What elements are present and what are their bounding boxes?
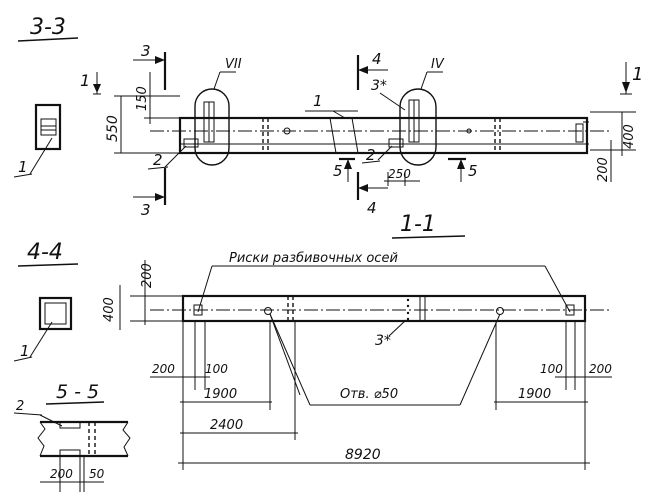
section-4-4-leader-1: 1 — [20, 342, 30, 360]
dim-2400: 2400 — [210, 418, 243, 433]
dim-250: 250 — [388, 167, 411, 181]
marks-label: Риски разбивочных осей — [229, 251, 398, 266]
dim-150: 150 — [135, 86, 150, 111]
node-vii-label: VII — [225, 57, 242, 72]
dim-200-left-small: 200 — [152, 362, 175, 376]
section-5-5-leader-2: 2 — [16, 399, 24, 414]
cut-4-bottom: 4 — [367, 199, 377, 217]
cut-3-top: 3 — [141, 42, 151, 60]
cut-3-bottom: 3 — [141, 201, 151, 219]
section-4-4: 4-4 1 — [13, 240, 79, 362]
holes-label: Отв. ⌀50 — [340, 387, 398, 402]
cut-5-right: 5 — [468, 162, 478, 180]
dim-100-right-small: 100 — [540, 362, 563, 376]
view-mark-1-left: 1 — [80, 71, 90, 90]
dim-400-left: 400 — [102, 297, 117, 322]
section-5-5: 5 - 5 2 200 50 — [13, 381, 131, 492]
top-view-leader-3star: 3* — [371, 78, 387, 94]
dim-50-s55: 50 — [89, 467, 105, 481]
section-5-5-title: 5 - 5 — [56, 381, 99, 403]
view-mark-1-right: 1 — [632, 64, 643, 85]
section-3-3: 3-3 1 — [13, 15, 79, 178]
dim-1900-left: 1900 — [204, 387, 237, 402]
top-view: 1 1 1 VII 2 — [80, 42, 643, 219]
top-view-leader-1: 1 — [313, 92, 323, 110]
dim-1900-right: 1900 — [518, 387, 551, 402]
dim-200-right-small: 200 — [589, 362, 612, 376]
dim-200-top: 200 — [140, 263, 155, 288]
dim-200-s55: 200 — [50, 467, 73, 481]
dim-400-right: 400 — [622, 124, 637, 149]
dim-8920: 8920 — [345, 447, 381, 463]
section-1-1-title: 1-1 — [400, 212, 436, 237]
section-1-1-leader-3star: 3* — [375, 333, 391, 349]
dim-200-right: 200 — [596, 157, 611, 182]
dim-100-left-small: 100 — [205, 362, 228, 376]
cut-4-top: 4 — [372, 50, 382, 68]
section-1-1: 1-1 Риски разбивочных осей 3* 200 400 — [102, 212, 612, 470]
section-3-3-title: 3-3 — [30, 15, 66, 40]
section-4-4-title: 4-4 — [27, 240, 63, 265]
section-3-3-leader-1: 1 — [18, 158, 28, 176]
dim-550: 550 — [105, 115, 121, 142]
top-view-leader-2-right: 2 — [366, 146, 376, 164]
top-view-leader-2-left: 2 — [153, 151, 163, 169]
node-iv-label: IV — [431, 57, 445, 72]
cut-5-left: 5 — [333, 162, 343, 180]
